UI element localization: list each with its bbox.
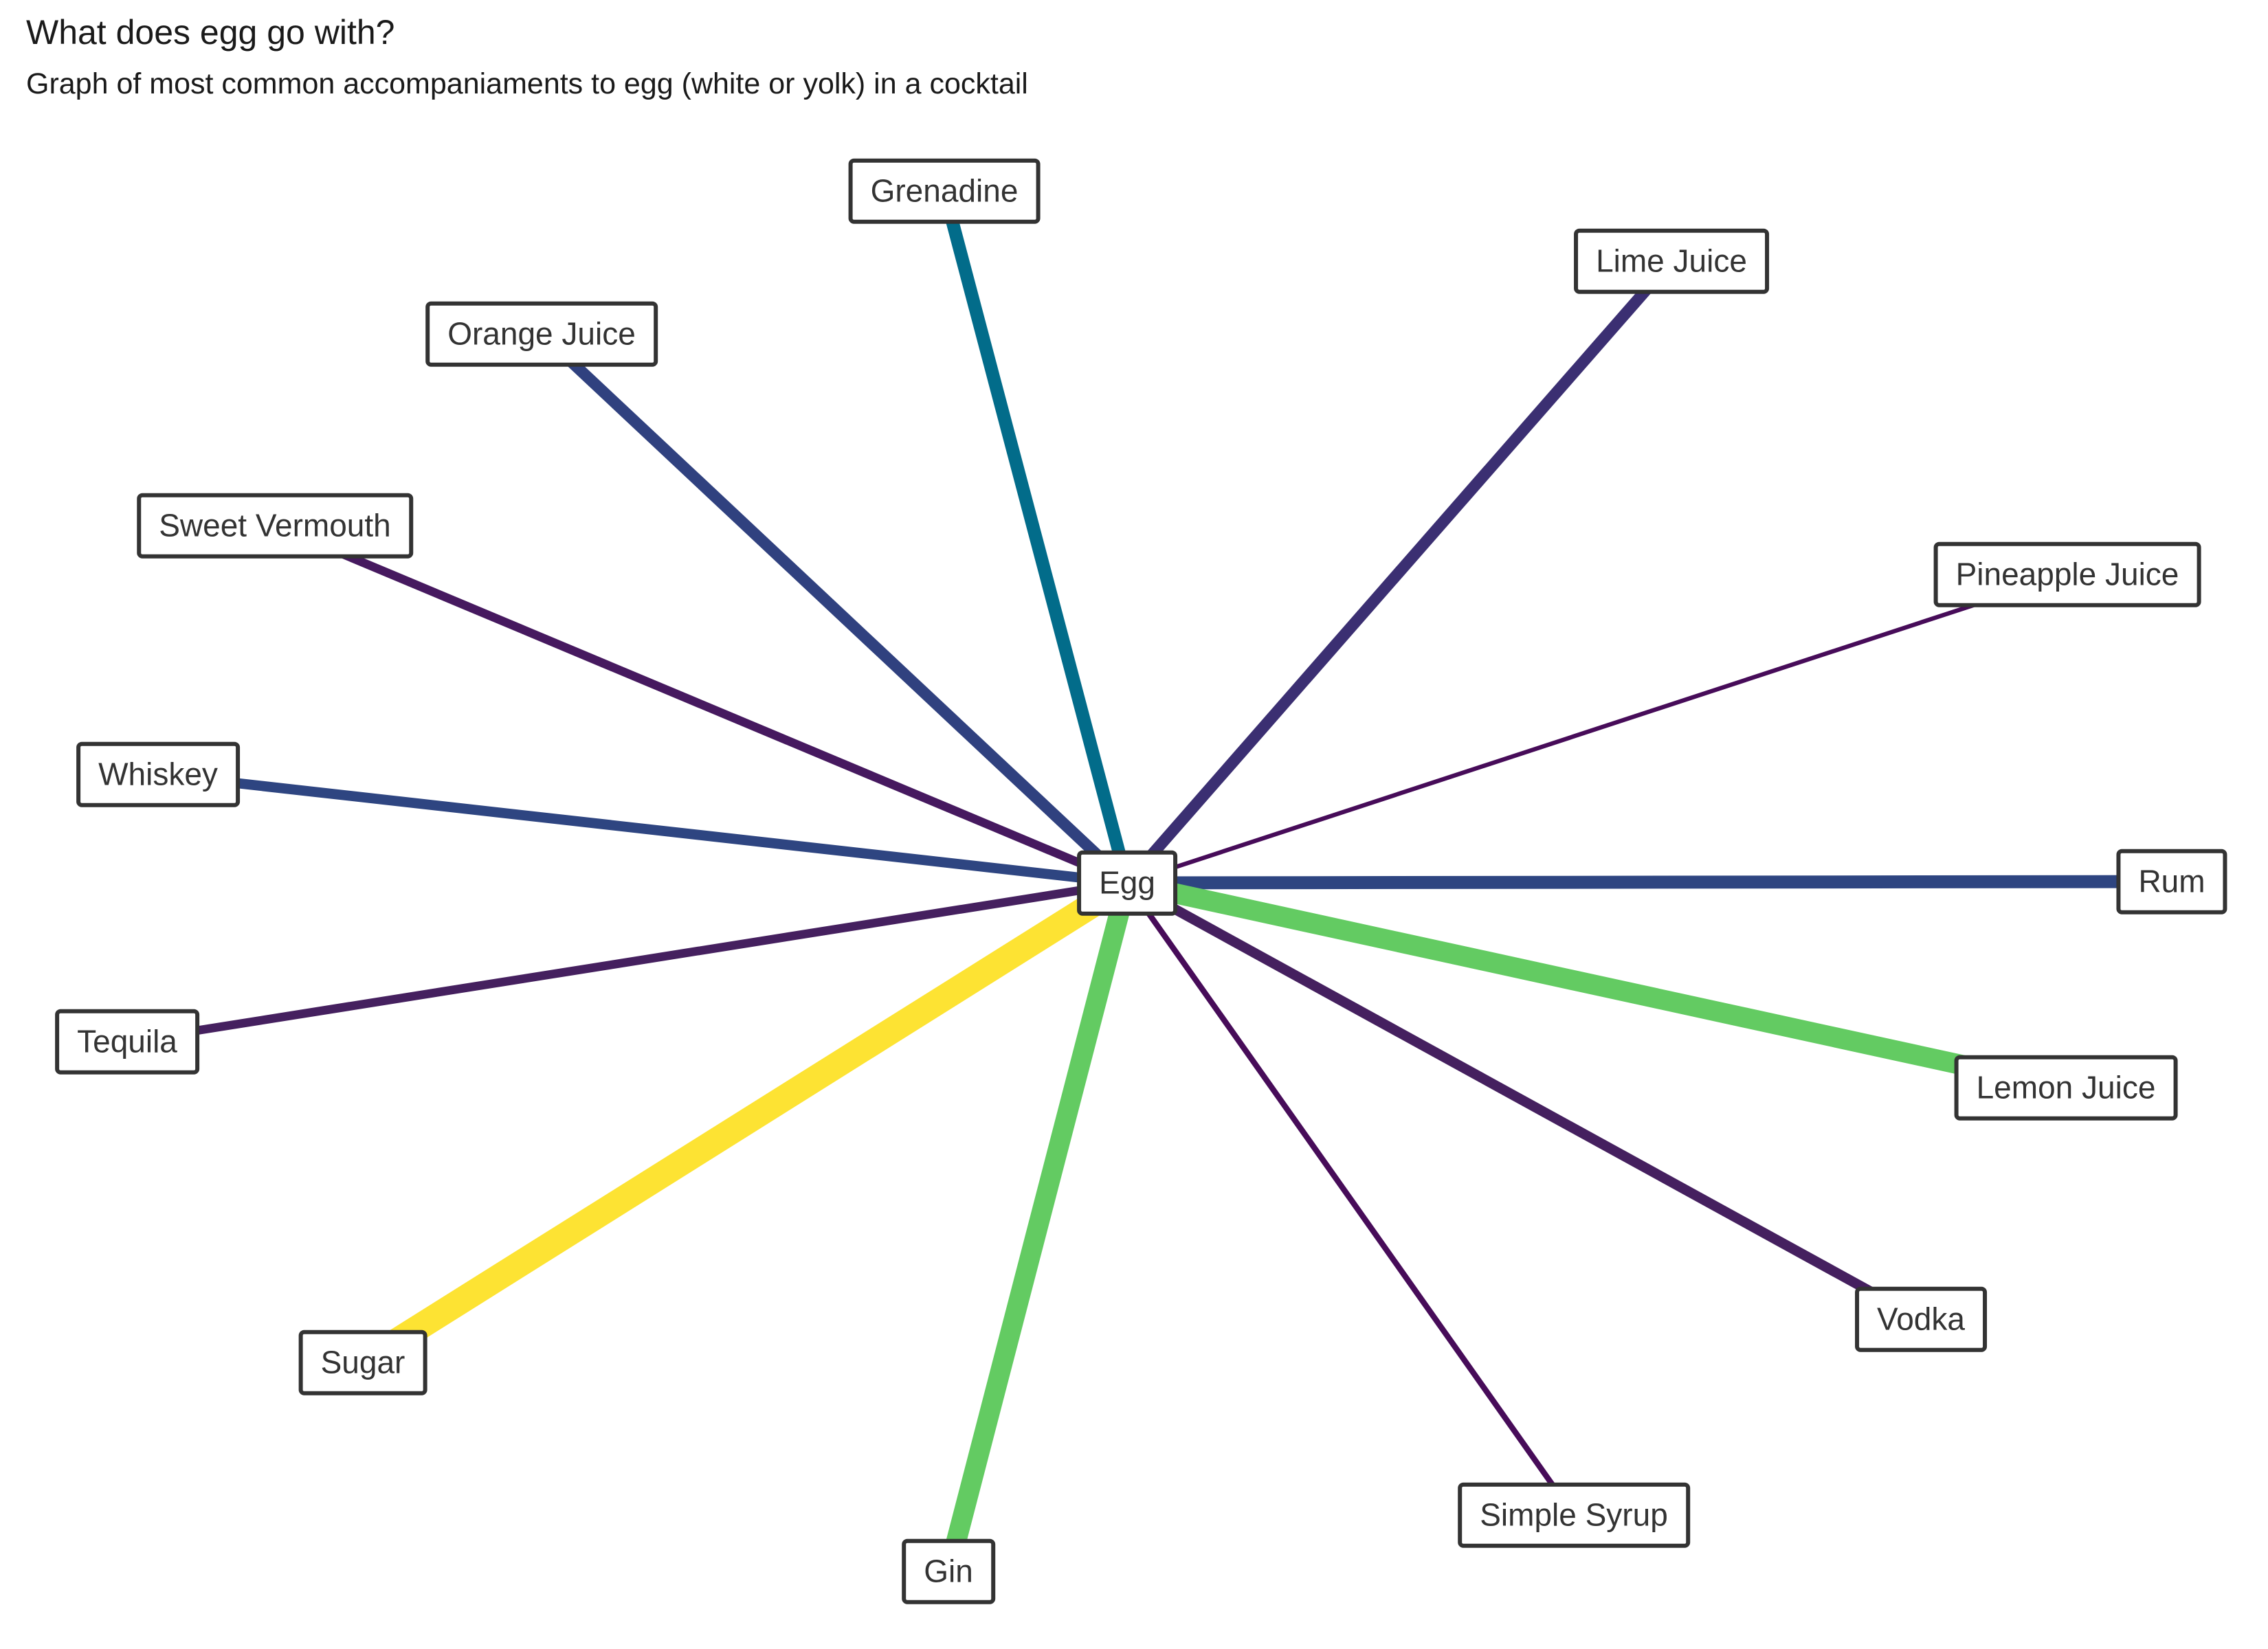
node-grenadine: Grenadine [848,158,1041,224]
figure-subtitle: Graph of most common accompaniaments to … [26,67,1028,100]
edge-egg-simple-syrup [1124,881,1577,1517]
edge-egg-pineapple-juice [1126,572,2068,885]
node-lime-juice: Lime Juice [1574,228,1769,294]
edge-egg-lemon-juice [1124,873,2069,1098]
node-orange-juice: Orange Juice [425,301,658,367]
node-vodka: Vodka [1855,1286,1987,1352]
edges-layer [126,189,2172,1574]
node-sweet-vermouth: Sweet Vermouth [137,493,413,559]
node-rum: Rum [2116,849,2227,915]
node-gin: Gin [902,1538,995,1604]
edge-egg-lime-juice [1122,257,1676,887]
edge-egg-whiskey [157,769,1128,888]
edge-egg-vodka [1124,878,1924,1324]
edge-egg-tequila [126,878,1128,1046]
node-tequila: Tequila [55,1009,199,1075]
node-pineapple-juice: Pineapple Juice [1933,541,2201,607]
node-whiskey: Whiskey [76,741,240,807]
edge-egg-gin [938,880,1137,1574]
edge-egg-sugar [355,871,1135,1374]
edge-egg-orange-juice [537,329,1131,888]
edge-egg-sweet-vermouth [273,521,1129,887]
figure-title: What does egg go with? [26,13,395,52]
edge-egg-rum [1126,875,2172,890]
node-lemon-juice: Lemon Juice [1954,1055,2178,1121]
node-sugar: Sugar [298,1330,427,1395]
node-simple-syrup: Simple Syrup [1458,1482,1690,1548]
node-egg: Egg [1077,850,1177,916]
edge-egg-grenadine [937,189,1134,885]
